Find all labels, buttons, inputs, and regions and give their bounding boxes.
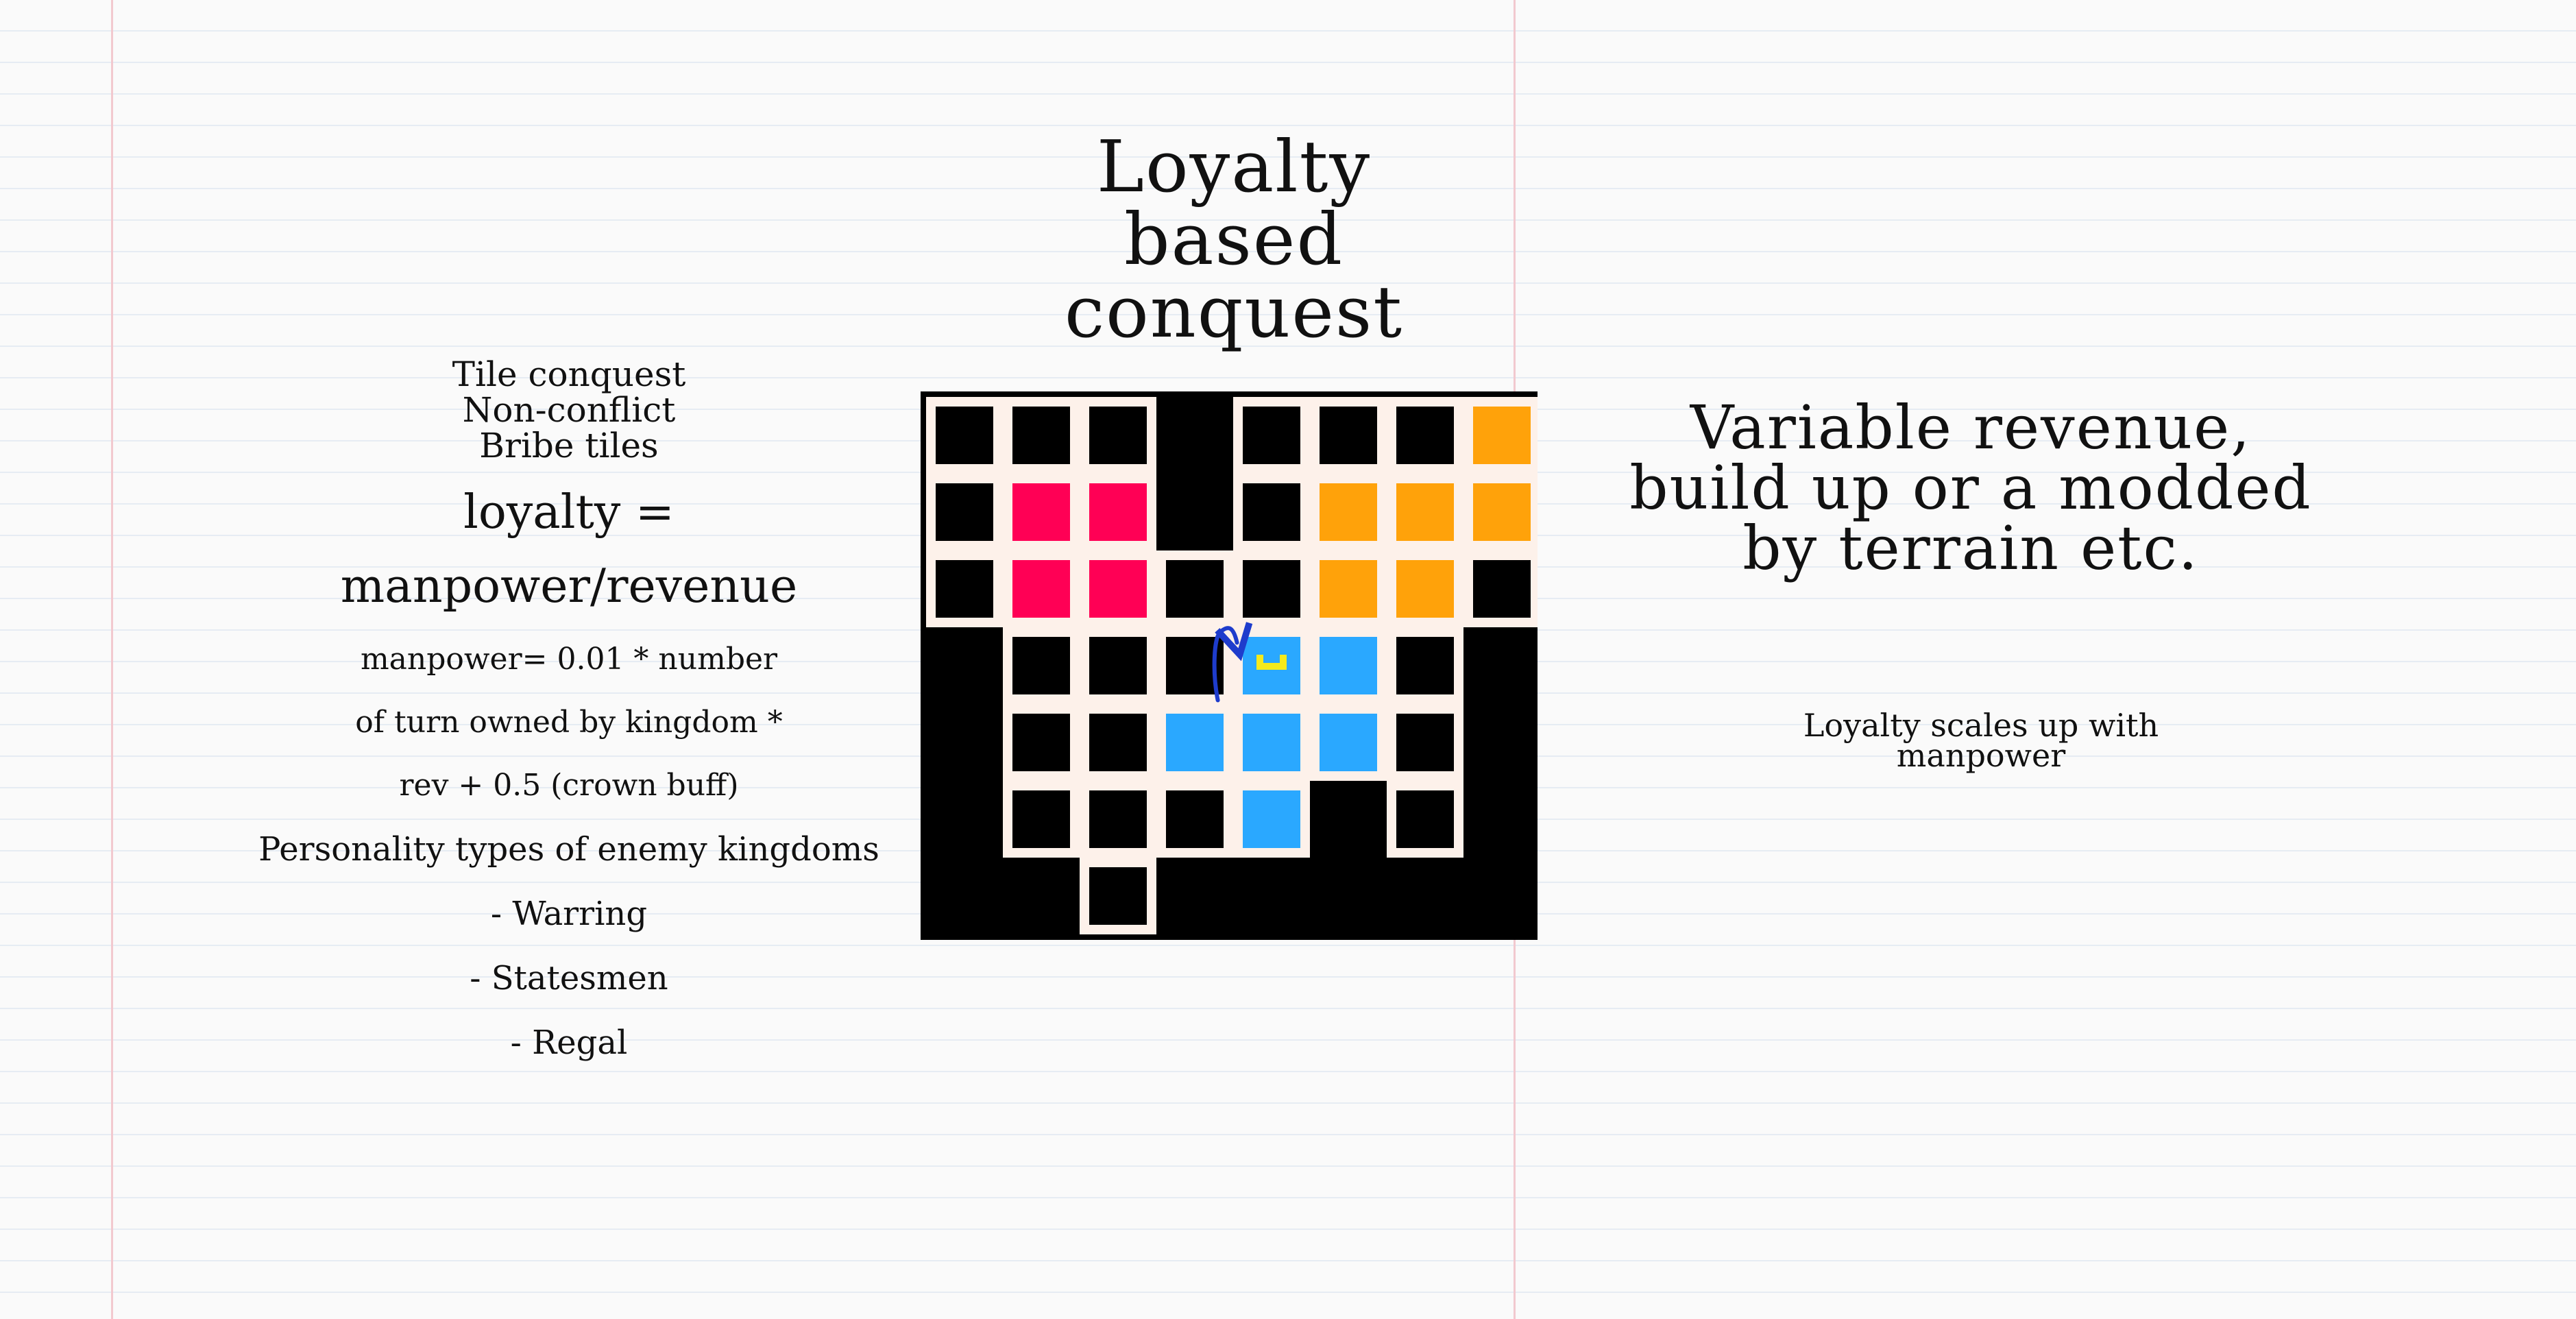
- loyalty-formula-line: loyalty =: [463, 485, 675, 540]
- page-title: Loyalty based conquest: [946, 130, 1522, 348]
- blue-tile[interactable]: [1320, 637, 1377, 694]
- red-tile[interactable]: [1012, 560, 1070, 618]
- revenue-heading: Variable revenue, build up or a modded b…: [1577, 398, 2365, 579]
- left-notes: Tile conquest Non-conflict Bribe tiles l…: [171, 354, 967, 1062]
- feature-line: Non-conflict: [462, 390, 676, 430]
- personality-type: - Warring: [490, 895, 648, 933]
- personality-heading: Personality types of enemy kingdoms: [258, 830, 879, 869]
- neutral-tile[interactable]: [936, 560, 993, 618]
- revenue-heading-line: by terrain etc.: [1742, 513, 2199, 583]
- crown-icon: [1256, 655, 1287, 670]
- neutral-tile[interactable]: [1243, 483, 1300, 541]
- blue-tile[interactable]: [1243, 790, 1300, 848]
- neutral-tile[interactable]: [1012, 790, 1070, 848]
- blue-tile[interactable]: [1320, 714, 1377, 771]
- orange-tile[interactable]: [1473, 483, 1531, 541]
- neutral-tile[interactable]: [1012, 637, 1070, 694]
- move-arrow-icon: [1212, 622, 1253, 703]
- tile-map: [921, 391, 1538, 940]
- neutral-tile[interactable]: [1089, 714, 1147, 771]
- orange-tile[interactable]: [1396, 483, 1454, 541]
- neutral-tile[interactable]: [1012, 407, 1070, 464]
- neutral-tile[interactable]: [1166, 560, 1224, 618]
- feature-line: Tile conquest: [452, 354, 686, 394]
- neutral-tile[interactable]: [1089, 790, 1147, 848]
- neutral-tile[interactable]: [1473, 560, 1531, 618]
- neutral-tile[interactable]: [1166, 790, 1224, 848]
- orange-tile[interactable]: [1473, 407, 1531, 464]
- revenue-heading-line: Variable revenue,: [1690, 392, 2252, 463]
- neutral-tile[interactable]: [1243, 560, 1300, 618]
- neutral-tile[interactable]: [1012, 714, 1070, 771]
- neutral-tile[interactable]: [1320, 407, 1377, 464]
- neutral-tile[interactable]: [1396, 714, 1454, 771]
- personality-type: - Statesmen: [470, 959, 668, 997]
- orange-tile[interactable]: [1320, 560, 1377, 618]
- neutral-tile[interactable]: [1089, 407, 1147, 464]
- manpower-formula-line: of turn owned by kingdom *: [355, 705, 783, 740]
- blue-tile[interactable]: [1166, 714, 1224, 771]
- manpower-formula-line: rev + 0.5 (crown buff): [399, 768, 739, 803]
- loyalty-note-line: Loyalty scales up with: [1803, 707, 2159, 744]
- neutral-tile[interactable]: [936, 407, 993, 464]
- red-tile[interactable]: [1089, 483, 1147, 541]
- feature-line: Bribe tiles: [479, 426, 659, 465]
- neutral-tile[interactable]: [936, 483, 993, 541]
- margin-line-left: [111, 0, 113, 1319]
- title-line: based: [1123, 197, 1344, 281]
- loyalty-note-line: manpower: [1896, 737, 2066, 774]
- personality-type: - Regal: [510, 1024, 628, 1062]
- red-tile[interactable]: [1012, 483, 1070, 541]
- neutral-tile[interactable]: [1396, 407, 1454, 464]
- neutral-tile[interactable]: [1396, 790, 1454, 848]
- manpower-formula-line: manpower= 0.01 * number: [360, 642, 778, 677]
- title-line: Loyalty: [1096, 125, 1372, 208]
- loyalty-note: Loyalty scales up with manpower: [1714, 710, 2248, 771]
- neutral-tile[interactable]: [1089, 637, 1147, 694]
- red-tile[interactable]: [1089, 560, 1147, 618]
- blue-tile[interactable]: [1243, 714, 1300, 771]
- loyalty-formula-line: manpower/revenue: [340, 559, 798, 614]
- neutral-tile[interactable]: [1396, 637, 1454, 694]
- neutral-tile[interactable]: [1089, 867, 1147, 925]
- revenue-heading-line: build up or a modded: [1629, 452, 2312, 523]
- title-line: conquest: [1064, 270, 1404, 354]
- orange-tile[interactable]: [1320, 483, 1377, 541]
- orange-tile[interactable]: [1396, 560, 1454, 618]
- neutral-tile[interactable]: [1243, 407, 1300, 464]
